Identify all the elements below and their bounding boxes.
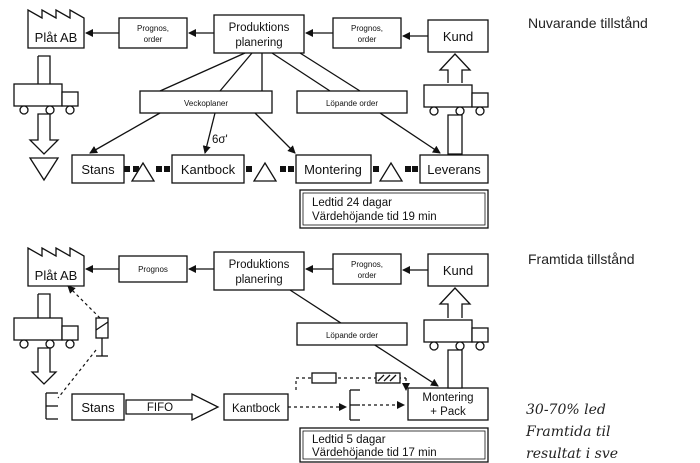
push-arrow-2 <box>246 161 294 182</box>
supplier-truck-icon-future <box>13 317 79 349</box>
running-orders-label: Löpande order <box>326 99 378 108</box>
future-state-title: Framtida tillstånd <box>528 251 635 267</box>
future-state-map: Plåt AB Prognos Produktions planering Pr… <box>13 246 635 463</box>
forecast-order-box-right-future <box>332 253 402 285</box>
customer-label: Kund <box>443 29 473 44</box>
process-assembly-pack <box>407 387 489 421</box>
process-leverans-label: Leverans <box>427 162 481 177</box>
supermarket-icon <box>45 392 58 420</box>
running-orders-box-future <box>296 322 408 346</box>
forecast-order-left-line1: Prognos, <box>137 24 169 33</box>
lead-time-current: Ledtid 24 dagar <box>312 197 392 209</box>
side-note: 30-70% led Framtida til resultat i sve <box>525 402 618 462</box>
customer-box <box>427 19 489 53</box>
supplier-factory-icon-future: Plåt AB <box>27 246 85 287</box>
planning-line1: Produktions <box>229 22 290 34</box>
signal-kanban-icon <box>95 317 109 357</box>
process-kantbock-future <box>223 393 289 421</box>
production-planning-box-future <box>213 251 305 291</box>
customer-truck-icon <box>423 84 489 116</box>
shipment-down-arrow <box>28 113 60 155</box>
current-state-map: Plåt AB Prognos, order Produktions plane… <box>13 8 648 229</box>
push-arrow-1 <box>124 161 170 182</box>
withdrawal-kanban-icon <box>375 372 401 384</box>
lead-time-box-current <box>299 189 489 229</box>
forecast-order-box-right <box>332 17 402 49</box>
side-note-line1: 30-70% led <box>526 402 606 418</box>
current-state-title: Nuvarande tillstånd <box>528 15 648 31</box>
running-orders-box <box>296 90 408 114</box>
supplier-label: Plåt AB <box>35 30 78 45</box>
customer-label-future: Kund <box>443 263 473 278</box>
supplier-label-future: Plåt AB <box>35 268 78 283</box>
forecast-order-left-line2: order <box>144 35 163 44</box>
planning-future-line2: planering <box>235 274 282 286</box>
forecast-order-right-line1: Prognos, <box>351 24 383 33</box>
process-montering <box>295 154 372 184</box>
process-kantbock-future-label: Kantbock <box>232 403 280 415</box>
raw-inventory-triangle <box>28 157 60 182</box>
customer-box-future <box>427 253 489 287</box>
supermarket-icon-2 <box>349 389 360 421</box>
customer-truck-icon-future <box>423 319 489 351</box>
supplier-factory-icon: Plåt AB <box>27 8 85 49</box>
supplier-truck-icon <box>13 83 79 115</box>
fifo-label: FIFO <box>147 402 173 414</box>
lead-time-future: Ledtid 5 dagar <box>312 434 386 446</box>
planning-future-line1: Produktions <box>229 259 290 271</box>
running-orders-future-label: Löpande order <box>326 331 378 340</box>
process-kantbock <box>171 154 245 184</box>
process-stans-future-label: Stans <box>81 400 115 415</box>
process-stans-future <box>71 393 125 421</box>
go-see-symbol: 6σ' <box>212 134 228 146</box>
forecast-order-right-line2: order <box>358 35 377 44</box>
value-time-future: Värdehöjande tid 17 min <box>312 447 437 459</box>
process-stans-label: Stans <box>81 162 115 177</box>
process-stans <box>71 154 125 184</box>
weekly-plans-label: Veckoplaner <box>184 99 228 108</box>
process-leverans <box>419 154 489 184</box>
assembly-line2: + Pack <box>430 406 466 418</box>
process-montering-label: Montering <box>304 162 362 177</box>
production-planning-box <box>213 14 305 54</box>
lead-time-box-future <box>299 427 489 463</box>
weekly-plans-box <box>139 90 273 114</box>
planning-line2: planering <box>235 37 282 49</box>
push-arrow-3 <box>373 161 418 182</box>
side-note-line2: Framtida til <box>525 424 610 440</box>
fifo-lane-arrow <box>125 392 220 422</box>
forecast-box-left-future <box>118 255 188 283</box>
forecast-right-future-line2: order <box>358 271 377 280</box>
forecast-right-future-line1: Prognos, <box>351 260 383 269</box>
shipment-up-arrow <box>438 53 472 83</box>
side-note-line3: resultat i sve <box>526 446 618 462</box>
process-kantbock-label: Kantbock <box>181 162 236 177</box>
production-kanban-icon <box>311 372 337 384</box>
forecast-left-future-label: Prognos <box>138 265 168 274</box>
assembly-line1: Montering <box>422 392 473 404</box>
value-time-current: Värdehöjande tid 19 min <box>312 211 437 223</box>
